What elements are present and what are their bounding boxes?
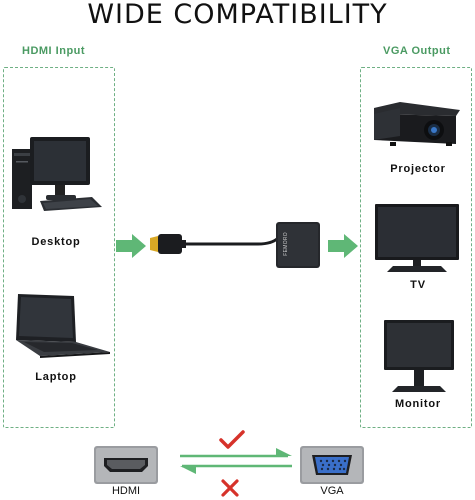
hdmi-to-vga-adapter-icon [150, 222, 320, 268]
laptop-label: Laptop [35, 371, 77, 383]
hdmi-port-icon [94, 446, 158, 484]
hdmi-legend-label: HDMI [111, 485, 141, 497]
projector-icon [374, 102, 460, 146]
check-icon [219, 430, 245, 449]
desktop-label: Desktop [31, 236, 81, 248]
vga-port-icon [300, 446, 364, 484]
vga-output-panel [360, 67, 472, 428]
monitor-icon [384, 320, 454, 392]
input-arrow-icon [116, 234, 146, 258]
forward-arrow-icon [180, 448, 292, 458]
cross-icon [221, 479, 239, 497]
reverse-arrow-icon [180, 464, 292, 474]
output-arrow-icon [328, 234, 358, 258]
adapter-brand: FEMORO [283, 232, 289, 256]
vga-legend-label: VGA [320, 485, 344, 497]
desktop-computer-icon [12, 137, 102, 211]
projector-label: Projector [390, 163, 446, 175]
tv-label: TV [410, 279, 426, 291]
hdmi-input-label: HDMI Input [22, 45, 86, 57]
hdmi-input-panel [3, 67, 115, 428]
tv-icon [375, 204, 459, 272]
monitor-label: Monitor [395, 398, 441, 410]
laptop-icon [16, 294, 110, 358]
page-title: WIDE COMPATIBILITY [87, 0, 388, 30]
vga-output-label: VGA Output [383, 45, 451, 57]
